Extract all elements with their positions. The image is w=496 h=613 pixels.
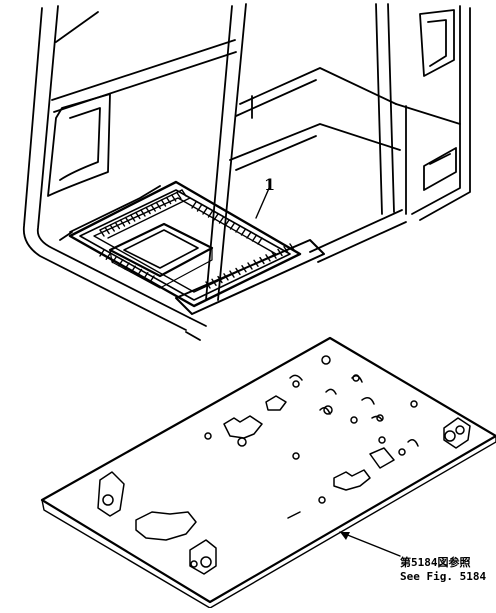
cab-frame <box>22 3 471 341</box>
figure-reference: 第5184図参照 See Fig. 5184 <box>339 531 486 583</box>
reference-label-en: See Fig. 5184 <box>400 570 486 583</box>
floor-plate-holes <box>102 355 465 568</box>
reference-label-jp: 第5184図参照 <box>400 555 471 569</box>
floor-mat <box>68 180 325 315</box>
floor-plate-cutouts <box>97 374 471 575</box>
floor-mat-ribs <box>99 189 295 289</box>
callout-1: 1 <box>255 175 275 219</box>
callout-number: 1 <box>264 175 275 194</box>
